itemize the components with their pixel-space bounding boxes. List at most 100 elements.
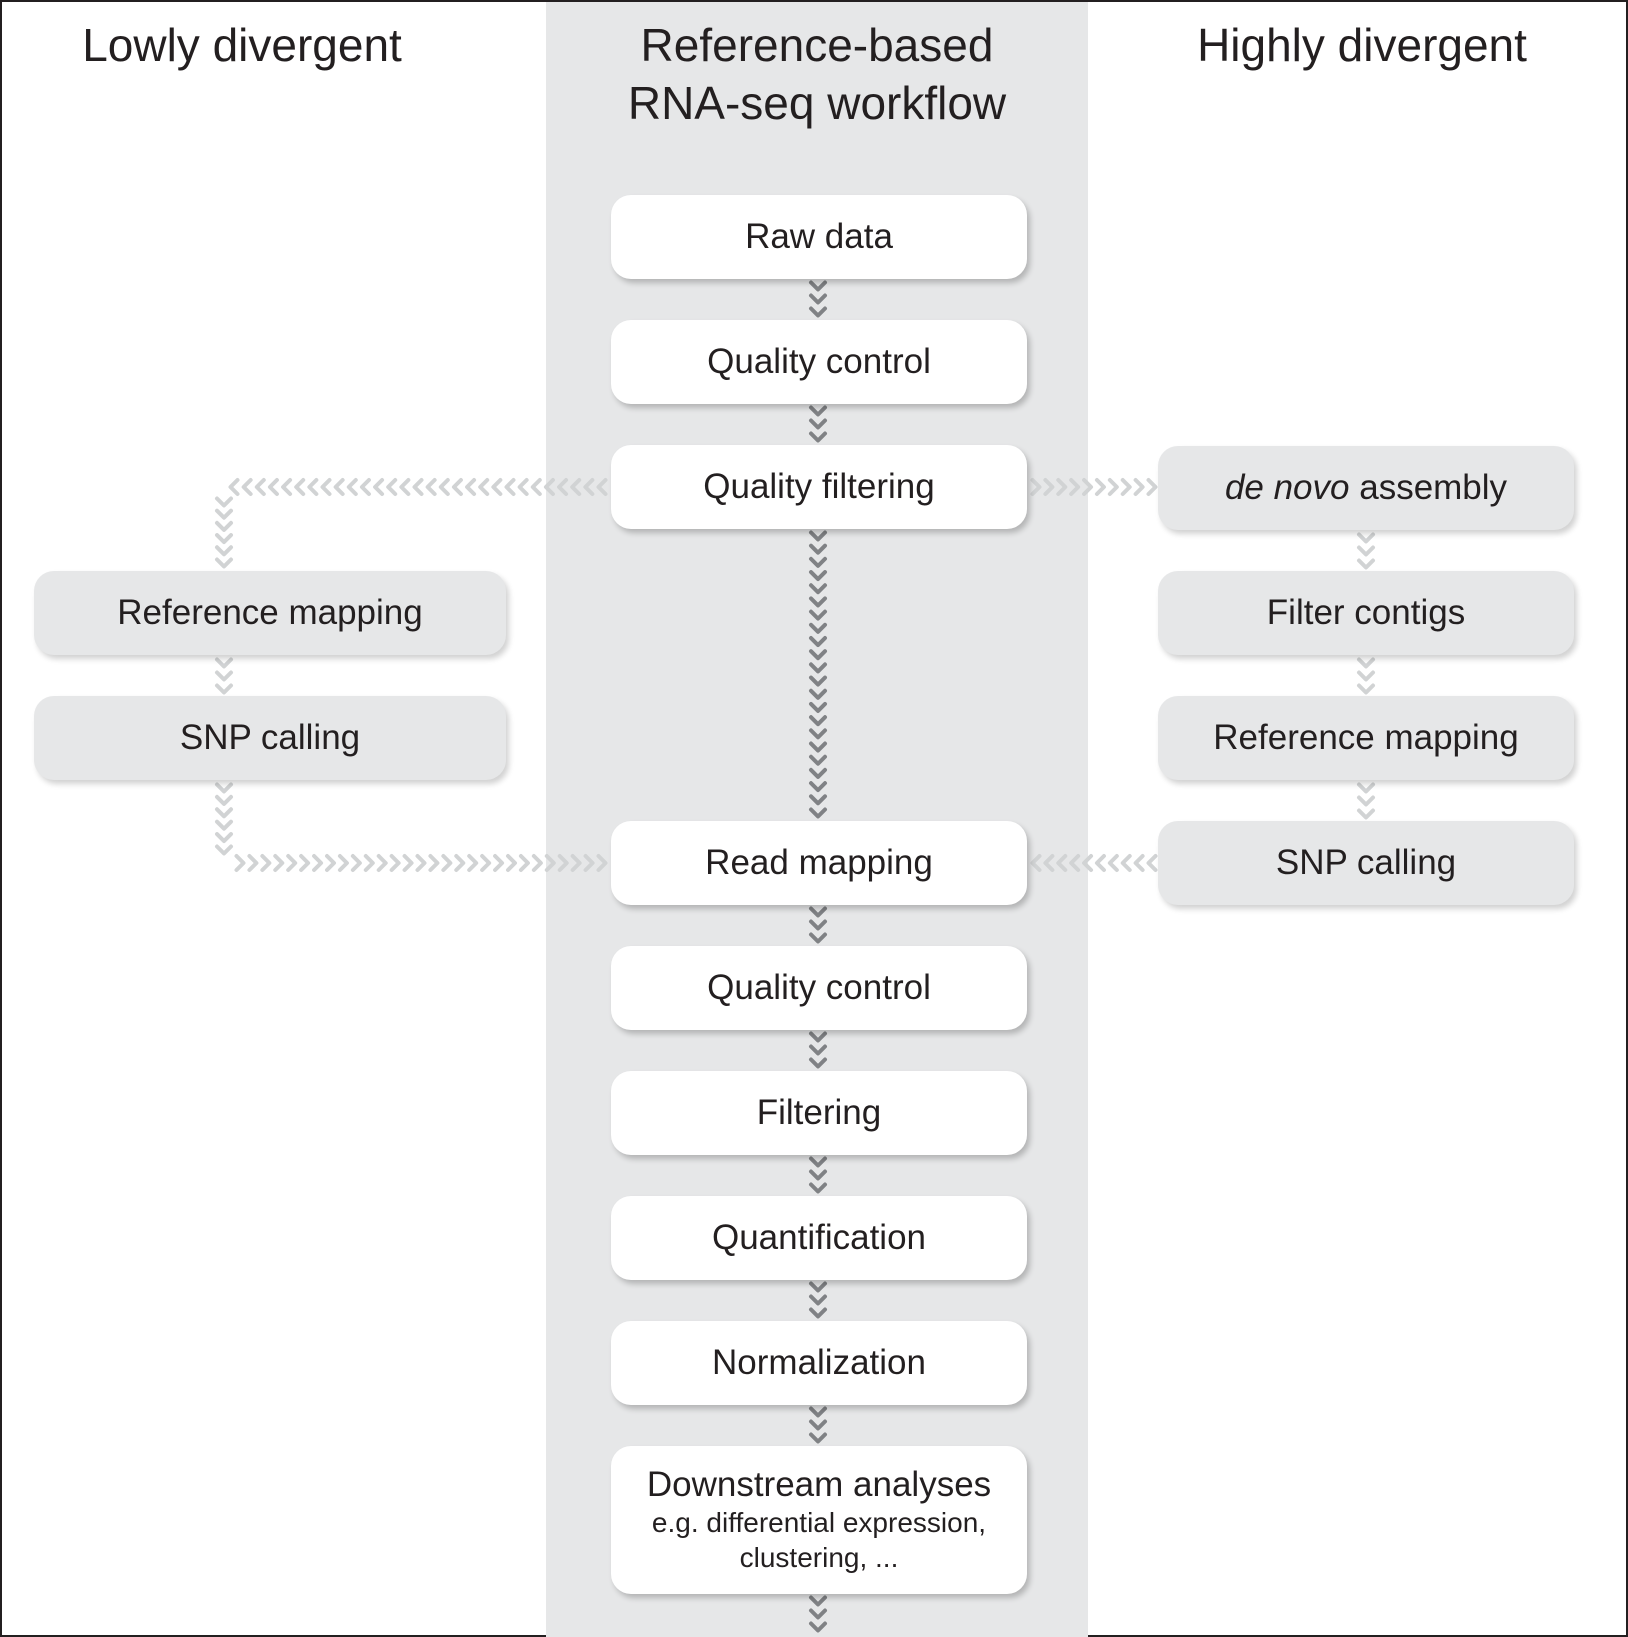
right-branch-arrow [1357, 670, 1375, 682]
left-branch-arrow [215, 832, 233, 844]
step-quality-filtering-label: Quality filtering [703, 466, 935, 506]
left-branch-arrow [399, 478, 411, 496]
step-downstream-sub1: e.g. differential expression, [651, 1507, 987, 1538]
step-quantification: Quantification [611, 1196, 1027, 1280]
right-step-snp-calling-label: SNP calling [1275, 842, 1457, 882]
left-branch-arrow [234, 854, 246, 872]
left-branch-arrow [273, 854, 285, 872]
step-quality-control-2: Quality control [611, 946, 1027, 1030]
left-branch-arrow [480, 854, 492, 872]
left-branch-arrow [215, 844, 233, 856]
left-branch-arrow [531, 854, 543, 872]
left-branch-arrow [376, 854, 388, 872]
left-branch-arrow [454, 854, 466, 872]
step-quality-control-2-label: Quality control [707, 967, 931, 1007]
right-branch-arrow [1120, 854, 1132, 872]
left-branch-arrow [286, 854, 298, 872]
center-title-line1: Reference-based [640, 19, 994, 71]
right-branch-arrow [1146, 854, 1158, 872]
left-branch-arrow [333, 478, 345, 496]
right-branch-arrow [1107, 854, 1119, 872]
left-branch-arrow [438, 478, 450, 496]
left-branch-arrow [215, 782, 233, 794]
left-branch-arrow [215, 670, 233, 682]
left-branch-arrow [325, 854, 336, 872]
step-raw-data-label: Raw data [745, 216, 893, 256]
right-step-de-novo-assembly: de novo assembly [1158, 446, 1574, 530]
step-downstream-sub2: clustering, ... [739, 1542, 899, 1573]
left-column-title: Lowly divergent [82, 19, 402, 71]
left-branch-arrow [478, 478, 490, 496]
right-step-filter-contigs: Filter contigs [1158, 571, 1574, 655]
left-branch-arrow [350, 854, 362, 872]
right-branch-arrow [1133, 478, 1145, 496]
left-branch-arrow [281, 478, 293, 496]
step-filtering-label: Filtering [756, 1092, 882, 1132]
left-branch-arrow [267, 478, 279, 496]
left-step-snp-calling-label: SNP calling [179, 717, 361, 757]
left-branch-arrow [215, 557, 233, 569]
right-branch-arrow [1107, 478, 1119, 496]
right-branch-arrow [1120, 478, 1132, 496]
left-branch-arrow [312, 854, 324, 872]
left-branch-arrow [215, 683, 233, 695]
left-branch-arrow [493, 854, 505, 872]
left-branch-arrow [517, 478, 529, 496]
step-quality-filtering: Quality filtering [611, 445, 1027, 529]
left-step-reference-mapping: Reference mapping [34, 571, 506, 655]
right-branch-arrow [1357, 545, 1375, 557]
left-branch-arrow [363, 854, 375, 872]
left-branch-arrow [415, 854, 427, 872]
left-branch-arrow [465, 478, 477, 496]
right-branch-arrow [1357, 795, 1375, 807]
left-branch-arrow [294, 478, 306, 496]
left-branch-arrow [491, 478, 503, 496]
left-branch-arrow [467, 854, 479, 872]
step-downstream-title: Downstream analyses [646, 1465, 992, 1504]
left-branch-arrow [241, 478, 253, 496]
left-branch-arrow [307, 478, 319, 496]
left-branch-arrow [451, 478, 463, 496]
right-column-title: Highly divergent [1197, 19, 1527, 71]
left-step-snp-calling: SNP calling [34, 696, 506, 780]
step-filtering: Filtering [611, 1071, 1027, 1155]
step-quality-control-1-label: Quality control [707, 341, 931, 381]
left-branch-arrow [299, 854, 311, 872]
step-quality-control-1: Quality control [611, 320, 1027, 404]
right-step-de-novo-assembly-label: de novo assembly [1224, 467, 1508, 508]
right-branch-arrow [1357, 532, 1375, 544]
step-read-mapping-label: Read mapping [705, 842, 933, 882]
right-branch-arrow [1146, 478, 1158, 496]
left-branch-arrow [402, 854, 414, 872]
left-branch-arrow [506, 854, 517, 872]
right-branch-arrow [1357, 558, 1375, 570]
left-branch-arrow [215, 520, 233, 532]
left-branch-arrow [441, 854, 453, 872]
left-step-reference-mapping-label: Reference mapping [117, 592, 423, 632]
left-branch-arrow [215, 794, 233, 806]
left-branch-arrow [254, 478, 266, 496]
right-branch-arrow [1357, 657, 1375, 669]
step-normalization: Normalization [611, 1321, 1027, 1405]
center-title-line2: RNA-seq workflow [627, 77, 1007, 129]
right-step-filter-contigs-label: Filter contigs [1266, 592, 1466, 632]
step-raw-data: Raw data [611, 195, 1027, 279]
left-branch-arrow [215, 496, 233, 508]
left-branch-arrow [215, 508, 233, 520]
de-novo-rest: assembly [1349, 467, 1508, 507]
right-branch-arrow [1133, 854, 1145, 872]
left-branch-arrow [337, 854, 349, 872]
right-branch-arrow [1094, 478, 1106, 496]
de-novo-italic: de novo [1224, 467, 1350, 507]
left-branch-arrow [247, 854, 259, 872]
left-branch-arrow [215, 819, 233, 831]
step-downstream-analyses: Downstream analyses e.g. differential ex… [611, 1446, 1027, 1594]
right-step-reference-mapping: Reference mapping [1158, 696, 1574, 780]
left-branch-arrow [373, 478, 385, 496]
left-branch-arrow [215, 807, 233, 819]
left-branch-arrow [260, 854, 272, 872]
left-branch-arrow [428, 854, 440, 872]
right-step-snp-calling: SNP calling [1158, 821, 1574, 905]
left-branch-arrow [386, 478, 398, 496]
